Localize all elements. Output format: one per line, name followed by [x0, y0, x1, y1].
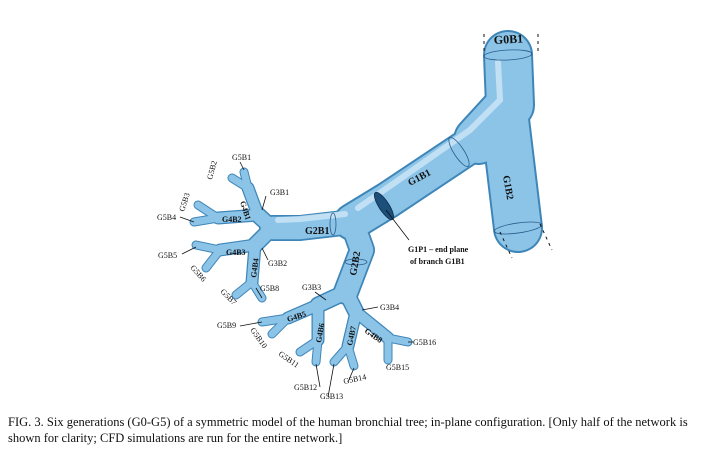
g1p1-end-plane [373, 191, 395, 221]
label-g5b3: G5B3 [177, 192, 191, 213]
label-g1p1-line1: G1P1 – end plane [408, 245, 469, 254]
bronchial-tree-figure: G0B1 G1B1 G1B2 G2B1 G2B2 G3B1 G3B2 G3B3 … [157, 30, 553, 401]
label-g1b2: G1B2 [500, 175, 515, 201]
label-g4b6: G4B6 [314, 323, 326, 344]
figure-caption: FIG. 3. Six generations (G0-G5) of a sym… [8, 415, 688, 445]
label-g3b2: G3B2 [268, 259, 287, 268]
label-g5b5: G5B5 [158, 251, 177, 260]
airway-highlight [275, 59, 504, 223]
label-g1p1-line2: of branch G1B1 [410, 257, 465, 266]
label-g3b3: G3B3 [302, 283, 321, 292]
label-g4b3: G4B3 [226, 248, 246, 257]
label-g5b2: G5B2 [205, 160, 219, 181]
label-g4b7: G4B7 [345, 325, 358, 346]
label-g5b12: G5B12 [294, 383, 317, 392]
boundary-dashes [483, 34, 553, 259]
label-g0b1: G0B1 [493, 31, 523, 47]
label-g5b15: G5B15 [386, 363, 409, 372]
leader-lines [179, 161, 413, 398]
label-g5b13: G5B13 [320, 392, 343, 401]
label-g5b14: G5B14 [343, 372, 367, 386]
label-g4b4: G4B4 [249, 258, 261, 279]
label-g4b2: G4B2 [222, 215, 242, 224]
label-g5b4: G5B4 [157, 213, 176, 222]
label-g5b9: G5B9 [217, 321, 236, 330]
label-g5b10: G5B10 [248, 326, 269, 350]
label-g5b16: G5B16 [413, 338, 436, 347]
label-g5b8: G5B8 [260, 284, 279, 293]
label-g2b1: G2B1 [305, 226, 329, 237]
label-g3b1: G3B1 [270, 188, 289, 197]
label-g5b1: G5B1 [232, 153, 251, 162]
label-g3b4: G3B4 [380, 303, 399, 312]
label-g2b2: G2B2 [348, 251, 363, 277]
branch-rings [329, 49, 543, 266]
airway-fill [190, 32, 541, 370]
